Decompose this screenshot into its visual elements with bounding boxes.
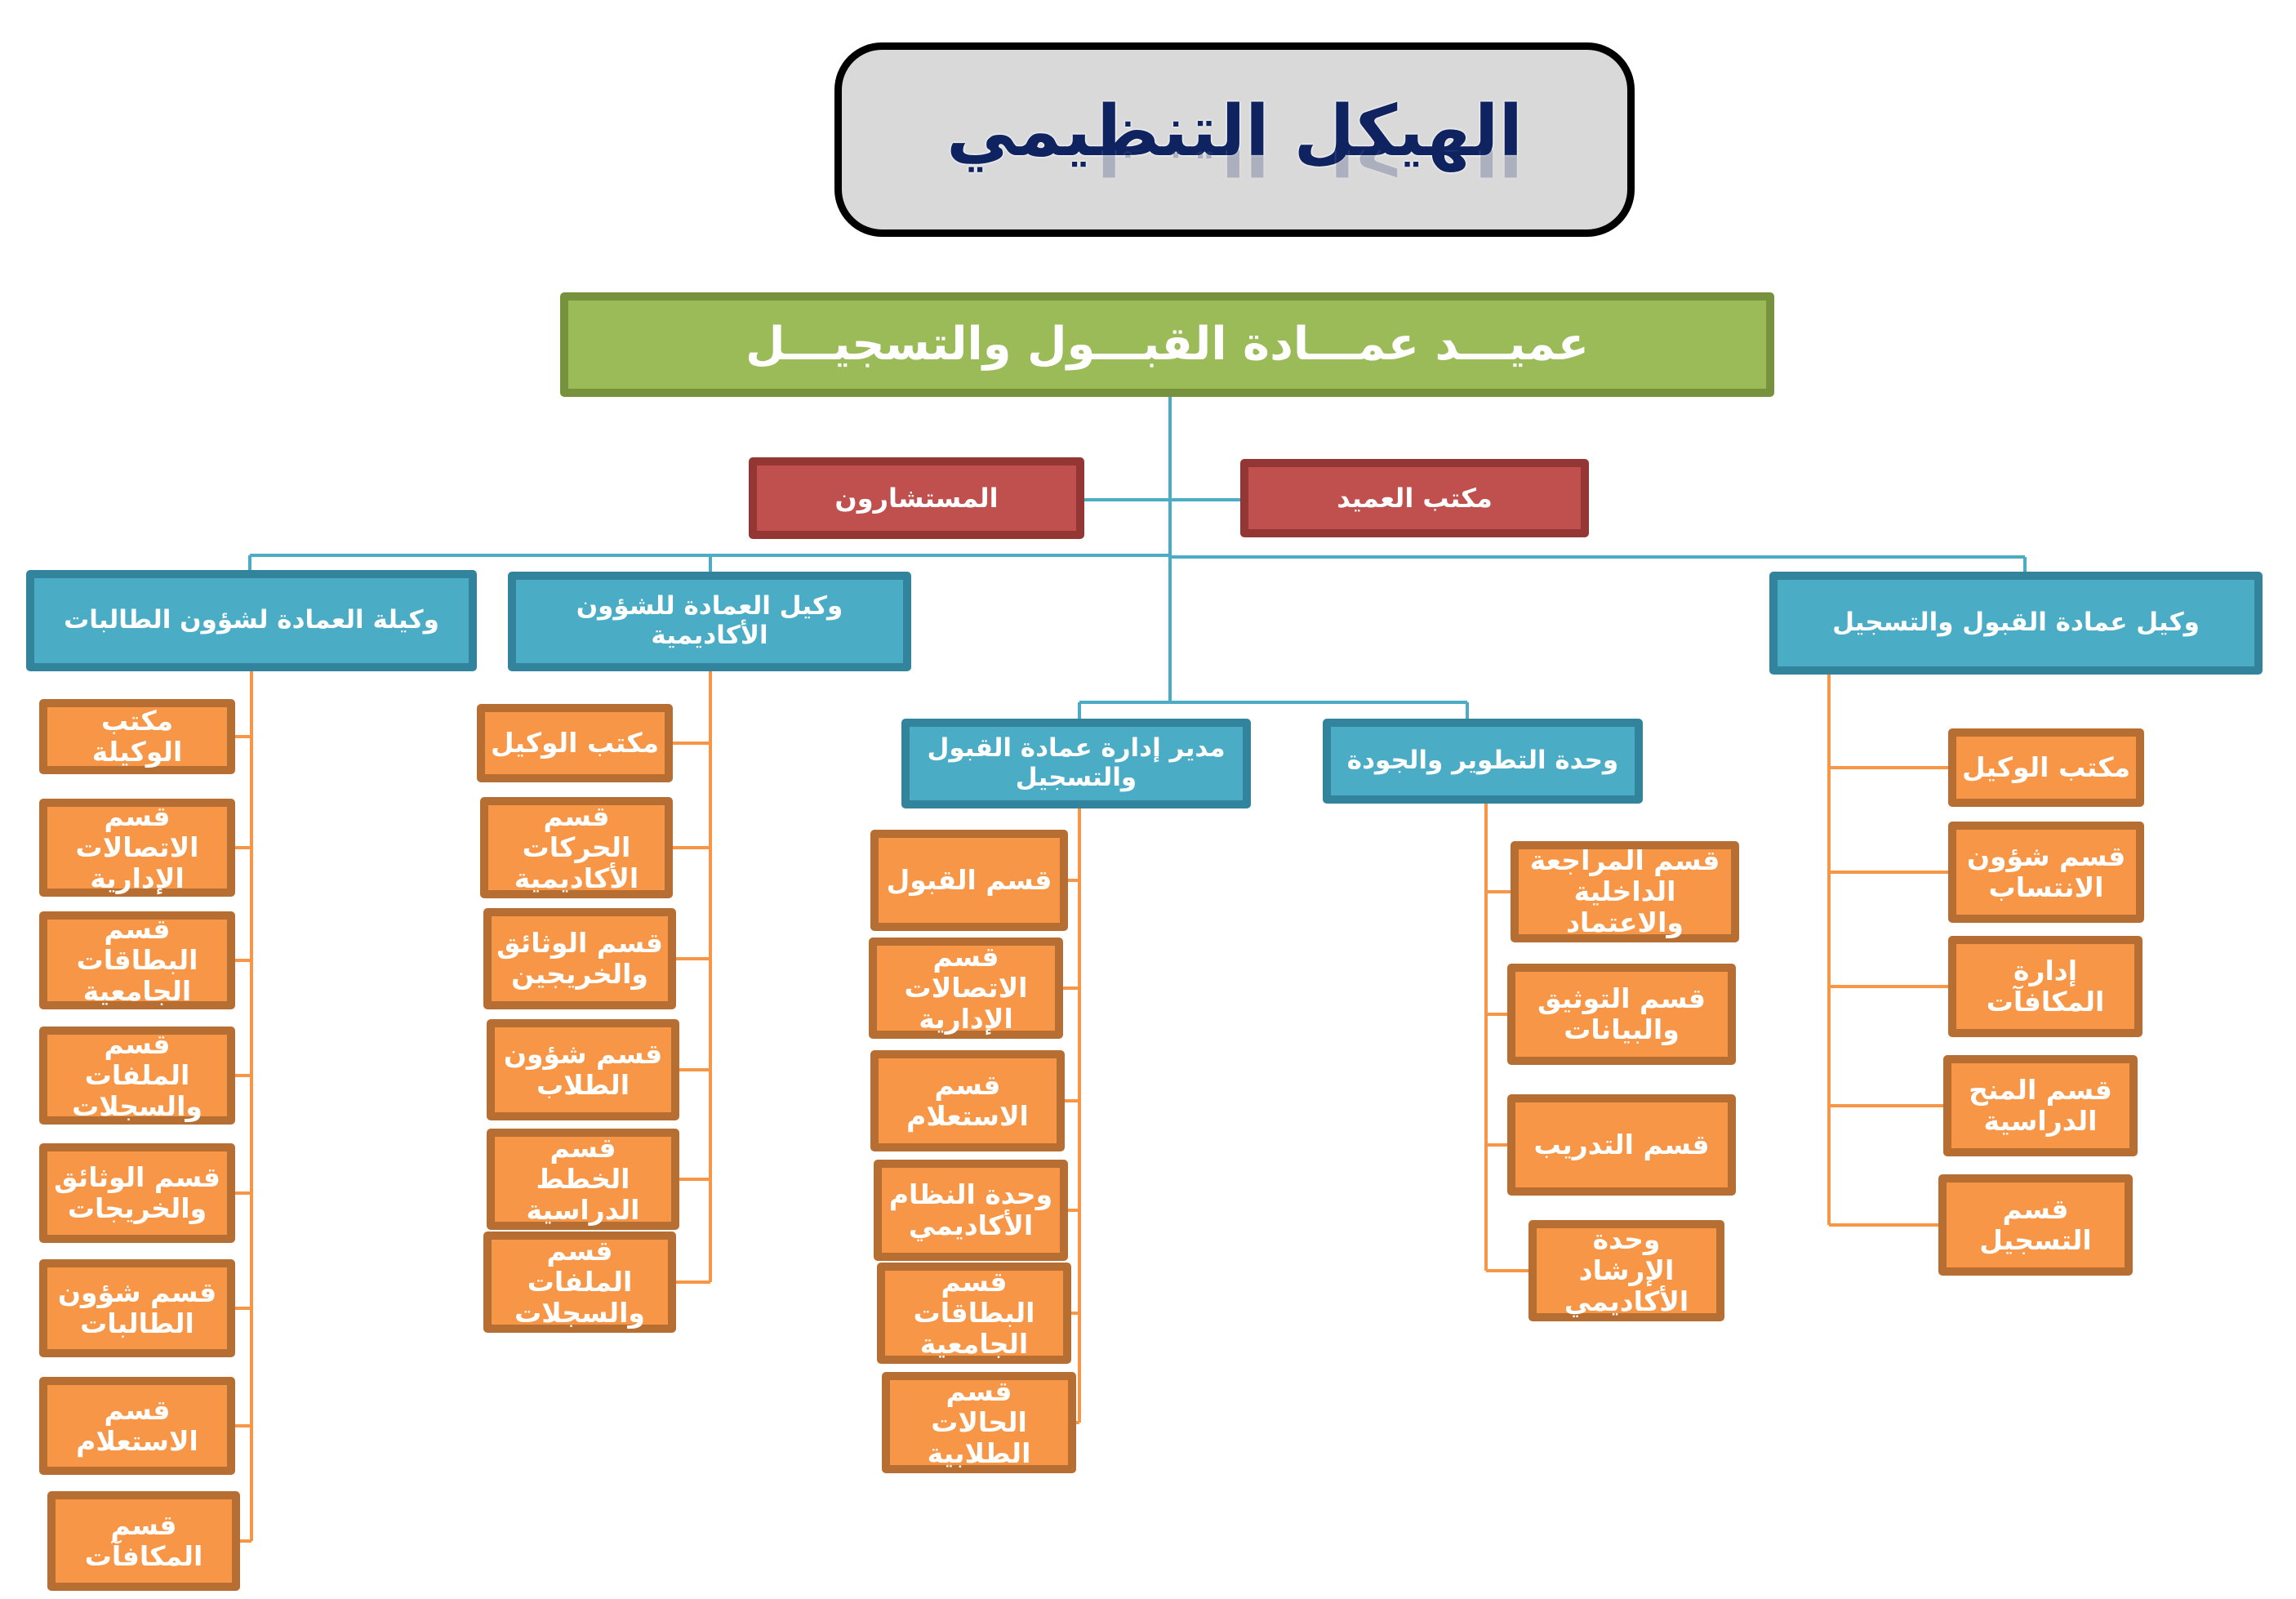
advisors-label: المستشارون [834, 482, 999, 514]
unit-label: قسم شؤون الطلاب [503, 1038, 663, 1101]
unit-label: وحدة النظام الأكاديمي [888, 1178, 1053, 1241]
unit-label: قسم الاستعلام [76, 1394, 198, 1457]
unit-box-female-student-affairs: قسم الوثائق والخريجات [39, 1143, 235, 1243]
development-head-label: وحدة التطوير والجودة [1346, 746, 1619, 776]
unit-box-admission-registration: قسم التسجيل [1938, 1174, 2133, 1276]
female-affairs-head-label: وكيلة العمادة لشؤون الطالبات [64, 605, 439, 635]
unit-label: قسم الحالات الطلابية [927, 1375, 1031, 1469]
unit-box-academic-affairs: قسم الخطط الدراسية [487, 1129, 679, 1230]
unit-label: إدارة المكافآت [1986, 955, 2105, 1018]
unit-box-academic-affairs: مكتب الوكيل [477, 704, 673, 782]
unit-box-academic-affairs: قسم الملفات والسجلات [483, 1232, 676, 1333]
unit-box-administration-director: قسم البطاقات الجامعية [877, 1263, 1071, 1364]
registration-head-label: وكيل عمادة القبول والتسجيل [1832, 608, 2200, 638]
unit-label: مكتب الوكيل [1961, 751, 2131, 784]
unit-label: قسم الخطط الدراسية [526, 1132, 640, 1226]
unit-label: قسم المنح الدراسية [1969, 1074, 2112, 1137]
unit-box-administration-director: قسم الاستعلام [870, 1050, 1065, 1151]
unit-label: مكتب الوكيل [490, 727, 660, 759]
unit-label: قسم التوثيق والبيانات [1537, 982, 1706, 1045]
unit-label: قسم المراجعة الداخلية والاعتماد [1529, 844, 1720, 938]
advisors-box: المستشارون [749, 457, 1084, 539]
unit-box-admission-registration: قسم شؤون الانتساب [1948, 822, 2144, 923]
development-head-box: وحدة التطوير والجودة [1323, 719, 1643, 804]
academic-affairs-head-box: وكيل العمادة للشؤون الأكاديمية [508, 572, 911, 671]
unit-box-female-student-affairs: قسم الملفات والسجلات [39, 1027, 235, 1125]
unit-box-academic-affairs: قسم الحركات الأكاديمية [480, 797, 673, 898]
dean-office-label: مكتب العميد [1337, 482, 1493, 514]
registration-head-box: وكيل عمادة القبول والتسجيل [1769, 572, 2263, 675]
unit-box-female-student-affairs: قسم شؤون الطالبات [39, 1259, 235, 1357]
unit-label: قسم الوثائق والخريجات [54, 1161, 220, 1224]
unit-box-development-quality: قسم التوثيق والبيانات [1507, 964, 1736, 1065]
unit-label: قسم البطاقات الجامعية [76, 913, 198, 1007]
unit-box-female-student-affairs: قسم البطاقات الجامعية [39, 911, 235, 1009]
unit-label: قسم الملفات والسجلات [514, 1235, 645, 1329]
unit-label: قسم الاتصالات الإدارية [75, 800, 199, 894]
dean-box: عميـــد عمـــادة القبـــول والتسجيـــل [560, 292, 1774, 397]
unit-label: قسم التسجيل [1979, 1193, 2092, 1256]
director-head-box: مدير إدارة عمادة القبول والتسجيل [901, 719, 1251, 808]
chart-title-reflection: الهيكل التنظيمي [946, 150, 1523, 188]
unit-box-development-quality: قسم المراجعة الداخلية والاعتماد [1511, 841, 1739, 942]
unit-box-academic-affairs: قسم شؤون الطلاب [487, 1019, 679, 1120]
unit-label: قسم الاتصالات الإدارية [904, 941, 1028, 1035]
unit-box-administration-director: قسم القبول [870, 830, 1068, 931]
unit-box-female-student-affairs: قسم الاتصالات الإدارية [39, 799, 235, 897]
unit-box-admission-registration: إدارة المكافآت [1948, 936, 2142, 1037]
unit-label: قسم شؤون الطالبات [57, 1276, 217, 1339]
unit-box-administration-director: قسم الاتصالات الإدارية [869, 938, 1063, 1039]
dean-label: عميـــد عمـــادة القبـــول والتسجيـــل [745, 317, 1589, 371]
academic-affairs-head-label: وكيل العمادة للشؤون الأكاديمية [576, 591, 843, 650]
female-affairs-head-box: وكيلة العمادة لشؤون الطالبات [26, 570, 477, 671]
unit-box-female-student-affairs: مكتب الوكيلة [39, 699, 235, 774]
unit-label: قسم التدريب [1533, 1129, 1710, 1161]
unit-box-female-student-affairs: قسم الاستعلام [39, 1377, 235, 1475]
chart-title-banner: الهيكل التنظيمي الهيكل التنظيمي [834, 42, 1635, 237]
unit-box-administration-director: وحدة النظام الأكاديمي [874, 1160, 1068, 1261]
unit-label: قسم شؤون الانتساب [1966, 840, 2126, 903]
unit-label: قسم القبول [886, 864, 1052, 897]
unit-box-development-quality: قسم التدريب [1507, 1094, 1736, 1196]
director-head-label: مدير إدارة عمادة القبول والتسجيل [927, 733, 1226, 792]
unit-label: قسم الحركات الأكاديمية [514, 800, 639, 894]
unit-box-academic-affairs: قسم الوثائق والخريجين [483, 908, 676, 1009]
unit-label: قسم البطاقات الجامعية [913, 1266, 1035, 1360]
unit-label: قسم المكافآت [84, 1509, 203, 1572]
dean-office-box: مكتب العميد [1240, 459, 1589, 537]
unit-box-female-student-affairs: قسم المكافآت [47, 1491, 240, 1591]
unit-label: وحدة الإرشاد الأكاديمي [1564, 1223, 1689, 1317]
unit-box-administration-director: قسم الحالات الطلابية [882, 1372, 1076, 1473]
unit-box-development-quality: وحدة الإرشاد الأكاديمي [1528, 1220, 1724, 1321]
unit-label: قسم الملفات والسجلات [72, 1028, 202, 1122]
chart-title: الهيكل التنظيمي [946, 90, 1523, 172]
unit-box-admission-registration: قسم المنح الدراسية [1943, 1055, 2138, 1156]
unit-label: قسم الوثائق والخريجين [496, 927, 663, 990]
unit-label: مكتب الوكيلة [91, 705, 183, 768]
unit-label: قسم الاستعلام [906, 1069, 1029, 1132]
unit-box-admission-registration: مكتب الوكيل [1948, 728, 2144, 807]
